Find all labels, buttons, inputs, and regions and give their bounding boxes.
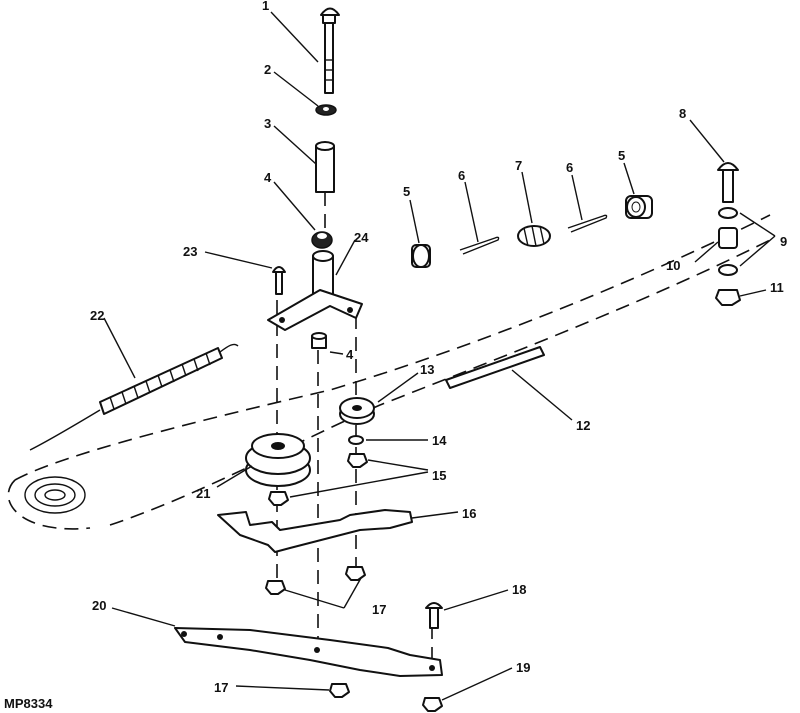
part-20-plate [174,627,443,677]
part-23-bolt [272,266,286,295]
callout-7: 7 [515,158,522,173]
part-4-bushing-lower [311,332,327,349]
belt-path-lower [109,239,771,526]
callout-6-left: 6 [458,168,465,183]
engine-pulley [24,476,86,514]
belt-path-upper [14,214,771,481]
callout-8: 8 [679,106,686,121]
part-17-nuts [265,566,366,698]
callout-13: 13 [420,362,434,377]
callout-9: 9 [780,234,787,249]
callout-21: 21 [196,486,210,501]
callout-23: 23 [183,244,197,259]
part-9-washers [718,207,738,276]
callout-14: 14 [432,433,447,448]
figure-code: MP8334 [4,696,53,711]
callout-11: 11 [770,280,784,295]
part-4-bushing-upper [311,231,333,249]
part-1-carriage-bolt [320,7,340,94]
part-2-washer [315,104,337,116]
part-5-bushing-left [411,244,431,268]
callout-6-right: 6 [566,160,573,175]
callout-19: 19 [516,660,530,675]
part-16-bracket [217,509,413,553]
callout-5-right: 5 [618,148,625,163]
part-10-spacer [718,227,738,249]
part-6-pin-left [459,236,500,255]
part-24-idler-arm [267,250,363,331]
callout-5-left: 5 [403,184,410,199]
part-19-nut [422,697,443,712]
callout-1: 1 [262,0,269,13]
callout-4-lower: 4 [346,347,354,362]
leader-lines [103,11,776,701]
part-8-carriage-bolt [717,162,739,203]
callout-labels: 1 2 3 4 24 23 22 4 5 6 7 6 5 8 9 10 11 1… [4,0,787,711]
belt-loop-left [7,479,91,530]
part-3-spacer [315,141,335,193]
part-13-idler-pulley [339,397,375,425]
part-5-bushing-right [625,195,653,219]
callout-17-center: 17 [372,602,386,617]
callout-24: 24 [354,230,369,245]
part-12-rod [445,346,545,389]
part-22-spring [29,343,239,451]
callout-17-bottom: 17 [214,680,228,695]
part-6-pin-right [567,214,608,233]
part-21-main-pulley [245,433,311,487]
callout-10: 10 [666,258,680,273]
callout-2: 2 [264,62,271,77]
callout-20: 20 [92,598,106,613]
callout-4-upper: 4 [264,170,272,185]
callout-15: 15 [432,468,446,483]
part-15-nuts [268,453,368,506]
callout-16: 16 [462,506,476,521]
callout-3: 3 [264,116,271,131]
part-11-nut [715,289,741,306]
part-18-carriage-bolt [425,602,443,629]
part-14-washer [348,435,364,445]
callout-22: 22 [90,308,104,323]
callout-18: 18 [512,582,526,597]
part-7-spring [517,225,551,247]
callout-12: 12 [576,418,590,433]
belt-paths [7,214,771,530]
